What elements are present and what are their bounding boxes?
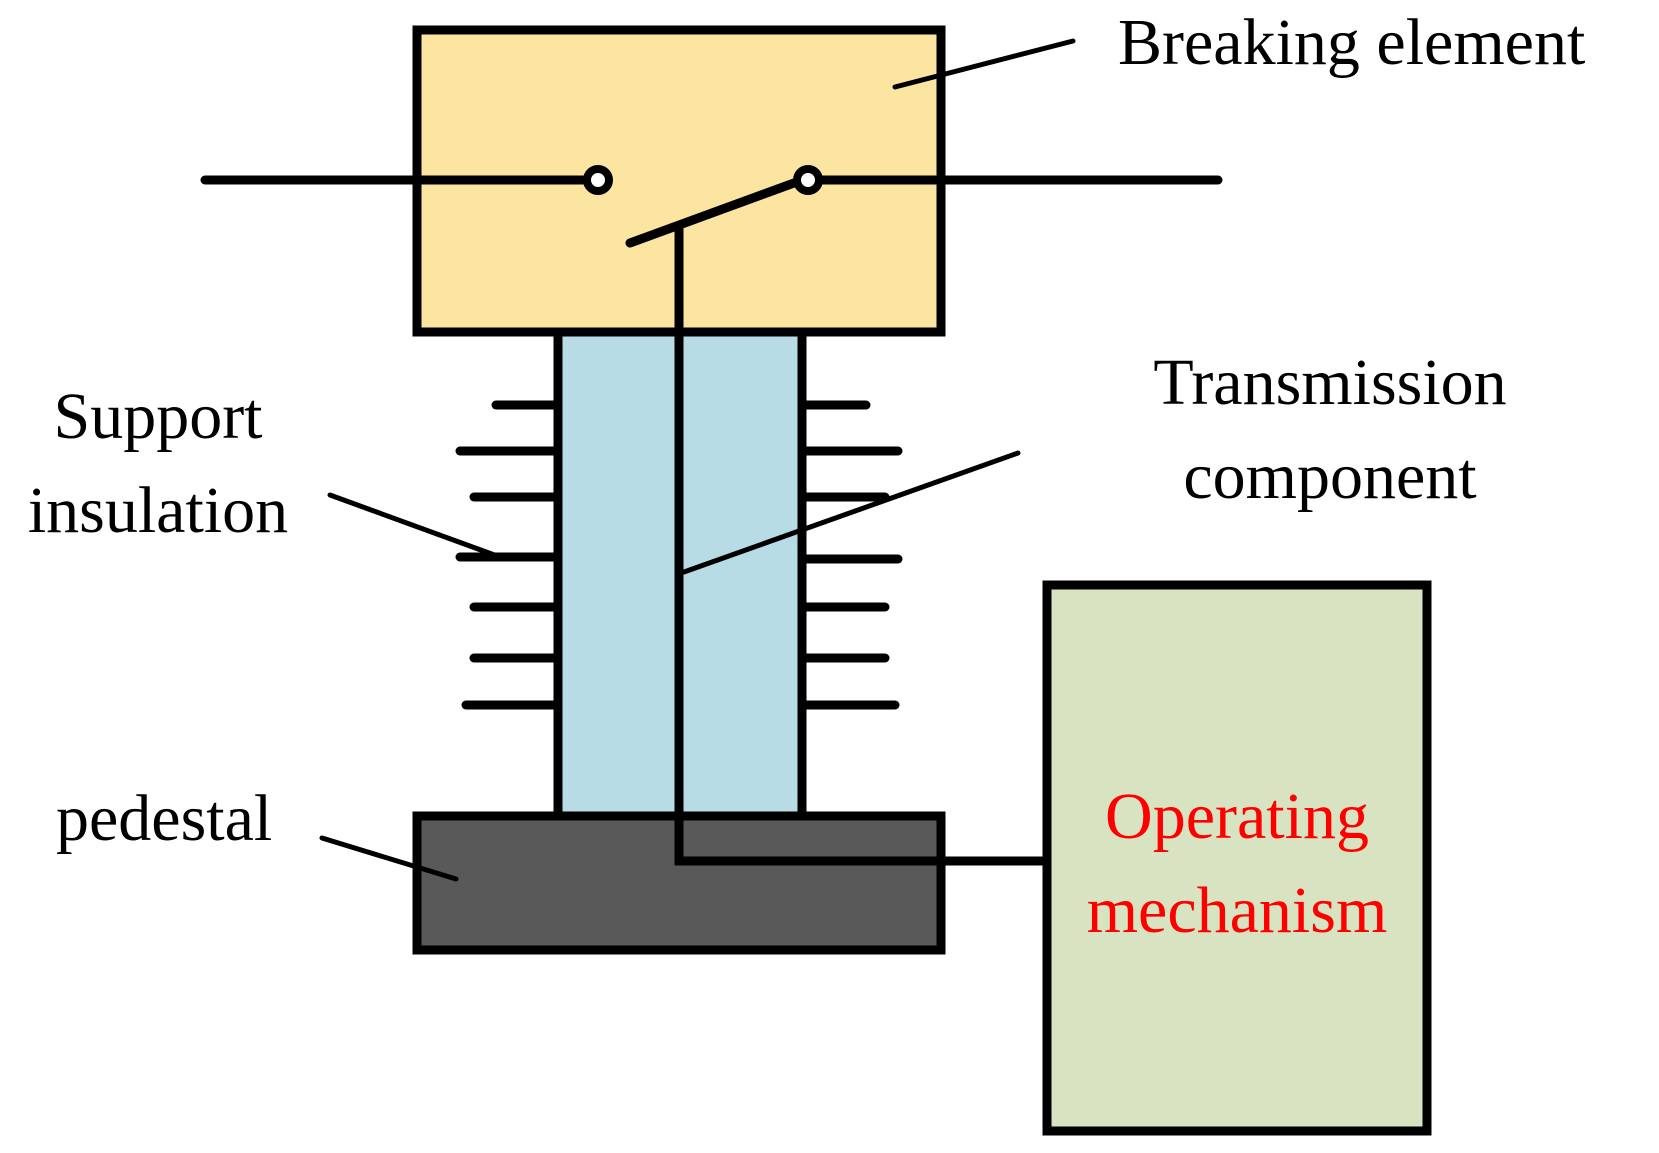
support-insulation-line-2: insulation bbox=[27, 474, 289, 547]
fixed-contact-right bbox=[793, 165, 823, 195]
support-insulation-line-1: Support bbox=[53, 380, 263, 453]
transmission-component-line-2: component bbox=[1183, 440, 1477, 513]
pedestal-label: pedestal bbox=[56, 782, 273, 855]
operating-mechanism-line-2: mechanism bbox=[1086, 874, 1388, 947]
leader-support-insulation bbox=[327, 492, 503, 560]
transmission-component-line-1: Transmission bbox=[1153, 346, 1507, 419]
insulator-sheds-left bbox=[455, 400, 559, 710]
breaking-element-label: Breaking element bbox=[1118, 6, 1586, 79]
insulator-sheds-right bbox=[801, 400, 903, 710]
transmission-component-label: Transmission component bbox=[1110, 336, 1550, 524]
leader-pedestal bbox=[319, 835, 459, 882]
operating-mechanism-box bbox=[1042, 580, 1432, 1136]
support-insulation-label: Support insulation bbox=[8, 370, 308, 558]
fixed-contact-left bbox=[583, 165, 613, 195]
pedestal-block bbox=[412, 811, 946, 955]
operating-mechanism-line-1: Operating bbox=[1105, 780, 1369, 853]
moving-contact-blade bbox=[625, 178, 799, 248]
leader-lines bbox=[319, 38, 1076, 882]
leader-transmission-component bbox=[681, 450, 1021, 575]
transmission-rod bbox=[674, 226, 1043, 866]
operating-mechanism-label: Operating mechanism bbox=[1047, 770, 1427, 958]
switch-conductors bbox=[200, 175, 1223, 248]
leader-breaking-element bbox=[892, 38, 1076, 90]
